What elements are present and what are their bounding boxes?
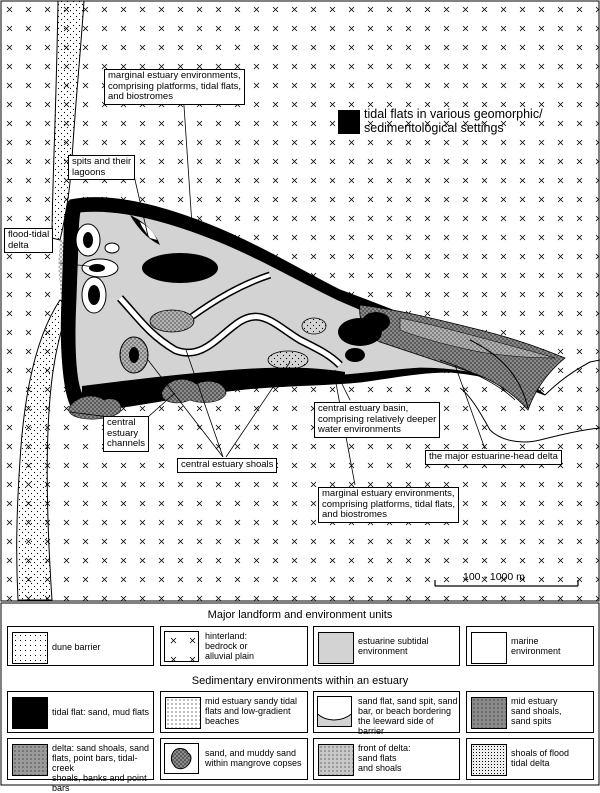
legend-cell-delta: delta: sand shoals, sand flats, point ba… — [7, 738, 154, 793]
swatch-mid-shoals — [471, 697, 507, 729]
swatch-hinterland — [164, 631, 199, 662]
swatch-mid-sandy — [165, 697, 201, 729]
label-marginal-bottom: marginal estuary environments, comprisin… — [318, 487, 460, 523]
legend-text: estuarine subtidal environment — [358, 636, 429, 656]
tidal-flat-patch — [142, 253, 218, 283]
swatch-subtidal — [318, 632, 354, 664]
legend-cell-tidal-flat: tidal flat: sand, mud flats — [7, 691, 154, 733]
legend-cell-mid-shoals: mid estuary sand shoals, sand spits — [466, 691, 594, 733]
legend-text: marine environment — [511, 636, 561, 656]
swatch-delta — [12, 744, 48, 776]
swatch-delta-front — [318, 744, 354, 776]
label-central-channels: central estuary channels — [103, 416, 150, 452]
swatch-dune — [12, 632, 48, 664]
dune-barrier-south — [16, 299, 71, 601]
legend-text: tidal flat: sand, mud flats — [52, 707, 150, 717]
label-head-delta: the major estuarine-head delta — [425, 450, 562, 465]
legend-cell-dune-barrier: dune barrier — [7, 626, 154, 666]
legend-cell-delta-front: front of delta: sand flats and shoals — [313, 738, 460, 780]
label-central-basin: central estuary basin, comprising relati… — [314, 402, 441, 438]
mangrove-copse — [161, 379, 227, 404]
legend-cell-estuarine-subtidal: estuarine subtidal environment — [313, 626, 460, 666]
label-scale: 100 - 1000 m — [463, 571, 525, 583]
label-flood-tidal: flood-tidal delta — [4, 228, 54, 253]
swatch-flood-shoals — [471, 744, 507, 776]
legend-sedimentary-title: Sedimentary environments within an estua… — [191, 675, 409, 687]
label-spits: spits and their lagoons — [68, 155, 136, 180]
legend-cell-marine: marine environment — [466, 626, 594, 666]
swatch-marine — [471, 632, 507, 664]
legend-text: front of delta: sand flats and shoals — [358, 743, 411, 773]
mid-estuary-shoal — [149, 309, 195, 333]
legend-cell-flood-shoals: shoals of flood tidal delta — [466, 738, 594, 780]
label-marginal-top: marginal estuary environments, comprisin… — [104, 69, 246, 105]
label-central-shoals: central estuary shoals — [177, 458, 278, 473]
legend-cell-hinterland: hinterland: bedrock or alluvial plain — [160, 626, 308, 666]
tidal-flat-south-band — [82, 367, 345, 398]
swatch-sand-spit — [317, 696, 352, 727]
swatch-mangrove — [164, 743, 199, 774]
legend-text: delta: sand shoals, sand flats, point ba… — [52, 743, 150, 793]
legend-cell-sand-flat-spit: sand flat, sand spit, sand bar, or beach… — [313, 691, 460, 736]
legend-text: dune barrier — [52, 642, 101, 652]
legend-text: mid estuary sandy tidal flats and low-gr… — [205, 696, 298, 726]
tidal-flat-symbol — [338, 110, 360, 134]
legend-text: shoals of flood tidal delta — [511, 748, 570, 768]
legend-landform-title: Major landform and environment units — [207, 609, 393, 621]
delta-front — [399, 317, 556, 359]
legend-text: mid estuary sand shoals, sand spits — [511, 696, 562, 726]
swatch-tidal-flat — [12, 697, 48, 729]
legend-cell-mid-sandy-flats: mid estuary sandy tidal flats and low-gr… — [160, 691, 308, 733]
legend-text: sand, and muddy sand within mangrove cop… — [205, 748, 302, 768]
legend-cell-mangrove: sand, and muddy sand within mangrove cop… — [160, 738, 308, 780]
label-tidal-flats-settings: tidal flats in various geomorphic/ sedim… — [364, 107, 543, 135]
legend-text: sand flat, sand spit, sand bar, or beach… — [358, 696, 458, 736]
legend-text: hinterland: bedrock or alluvial plain — [205, 631, 255, 661]
